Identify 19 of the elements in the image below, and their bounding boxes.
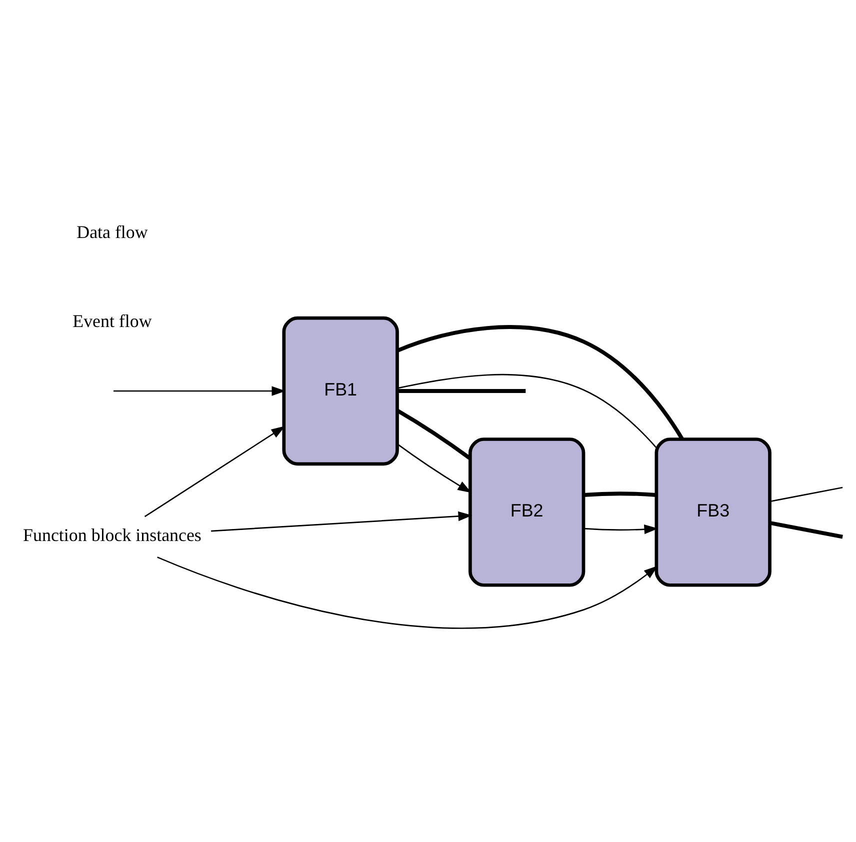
connector [768, 520, 842, 539]
label: Event flow [72, 310, 152, 331]
arrow [583, 524, 658, 534]
connector [396, 325, 684, 440]
connector [396, 374, 656, 448]
connector [583, 492, 656, 497]
connector [396, 408, 471, 460]
arrow [210, 511, 472, 532]
connector [769, 486, 842, 502]
node-box: FB3 [654, 438, 771, 587]
node-box: FB1 [282, 316, 398, 466]
connector [396, 389, 526, 393]
node-text: Function block instances [22, 525, 201, 546]
arrow [396, 444, 472, 493]
arrow [156, 556, 658, 629]
arrow [144, 426, 285, 518]
label: Data flow [76, 222, 148, 242]
node-box: FB2 [468, 438, 585, 587]
arrow [113, 386, 286, 396]
